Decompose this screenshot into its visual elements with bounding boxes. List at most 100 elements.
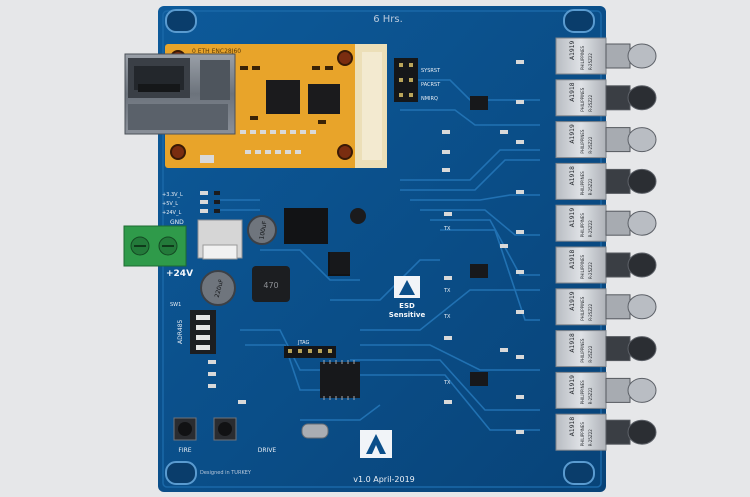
connector-port [627, 252, 657, 278]
led-label-3: +24V_L [162, 210, 181, 216]
connector-port [627, 377, 657, 403]
connector-port [627, 168, 657, 194]
driver-ics [330, 96, 488, 386]
connector-part-label: R-25Z22 [588, 220, 593, 237]
esd-line2: Sensitive [389, 311, 426, 319]
connector-barrel [605, 377, 631, 403]
dip-label: ADR485 [177, 319, 184, 344]
connector-model-label: A1918 [569, 82, 576, 102]
tx-label-3: TX [443, 314, 451, 320]
connector-brand-label: PHILIPPINES [580, 213, 585, 238]
jtag-label: JTAG [297, 340, 309, 346]
connector-body [555, 204, 607, 242]
connector-model-label: A1918 [569, 249, 576, 269]
connector-part-label: R-25Z22 [588, 387, 593, 404]
connector-body [555, 413, 607, 451]
tx-labels: TX TX TX TX [443, 226, 451, 386]
connector-brand-label: PHILIPPINES [580, 422, 585, 447]
connector-model-label: A1919 [569, 124, 576, 144]
fire-label: FIRE [178, 447, 191, 454]
connector-model-label: A1918 [569, 166, 576, 186]
connector-model-label: A1919 [569, 40, 576, 60]
connector-part-label: R-25Z22 [588, 94, 593, 111]
connector-brand-label: PHILIPPINES [580, 254, 585, 279]
connector-barrel [605, 168, 631, 194]
connector-body [555, 121, 607, 159]
connector-barrel [605, 85, 631, 111]
fire-button: FIRE [173, 417, 197, 454]
connector-barrel [605, 252, 631, 278]
connector-model-label: A1919 [569, 291, 576, 311]
connector-barrel [605, 419, 631, 445]
connector-part-label: R-25Z22 [588, 429, 593, 446]
credit-label: Designed in TURKEY [200, 470, 252, 476]
connector-port [627, 294, 657, 320]
connector-barrel [605, 210, 631, 236]
esd-logo: ESD Sensitive [389, 276, 426, 319]
led-indicators: +3.3V_L +5V_L +24V_L [162, 191, 220, 216]
header-label-2: PACRST [421, 82, 441, 88]
connector-brand-label: PHILIPPINES [580, 171, 585, 196]
smd-passives [208, 60, 524, 434]
drive-button: DRIVE [213, 417, 277, 454]
switch-label: SW1 [170, 302, 181, 308]
connector-part-label: R-25Z22 [588, 136, 593, 153]
connector-part-label: R-25Z22 [588, 345, 593, 362]
connector-brand-label: PHILIPPINES [580, 338, 585, 363]
module-chip-2 [308, 84, 340, 114]
connector-brand-label: PHILIPPINES [580, 296, 585, 321]
microcontroller [301, 360, 360, 439]
connector-part-label: R-25Z22 [588, 53, 593, 70]
tx-label-1: TX [443, 226, 451, 232]
connector-brand-label: PHILIPPINES [580, 45, 585, 70]
inductor [252, 266, 290, 302]
connector-port [627, 336, 657, 362]
dip-switch: SW1 ADR485 [170, 302, 216, 354]
connector-model-label: A1918 [569, 333, 576, 353]
rj45-jack [124, 53, 236, 135]
board-top-label: 6 Hrs. [373, 14, 403, 25]
connector-brand-label: PHILIPPINES [580, 129, 585, 154]
crystal [301, 423, 329, 439]
connector-body [555, 162, 607, 200]
module-label: 0 ETH ENC28J60 [192, 48, 241, 55]
connector-barrel [605, 294, 631, 320]
version-label: v1.0 April-2019 [353, 475, 415, 484]
connector-brand-label: PHILIPPINES [580, 87, 585, 112]
inductor-label: 470 [263, 281, 278, 290]
capacitor-100uf [247, 215, 277, 245]
esd-line1: ESD [399, 302, 415, 310]
header-label-3: NMIRQ [421, 96, 438, 102]
capacitor-220uf [200, 270, 236, 306]
connector-body [555, 288, 607, 326]
header-label-1: SYSRST [421, 68, 441, 74]
led-label-1: +3.3V_L [162, 192, 183, 198]
connector-port [627, 419, 657, 445]
pin-header-block: SYSRST PACRST NMIRQ [394, 58, 441, 102]
led-label-2: +5V_L [162, 201, 178, 207]
connector-port [627, 85, 657, 111]
connector-part-label: R-25Z22 [588, 262, 593, 279]
cap1-label: 100uF [258, 220, 268, 240]
connector-barrel [605, 127, 631, 153]
company-logo [360, 430, 392, 458]
drive-label: DRIVE [258, 447, 277, 454]
connector-barrel [605, 43, 631, 69]
connector-body [555, 37, 607, 75]
connector-port [627, 127, 657, 153]
connector-model-label: A1919 [569, 208, 576, 228]
connector-part-label: R-25Z22 [588, 303, 593, 320]
module-chip-1 [266, 80, 300, 114]
